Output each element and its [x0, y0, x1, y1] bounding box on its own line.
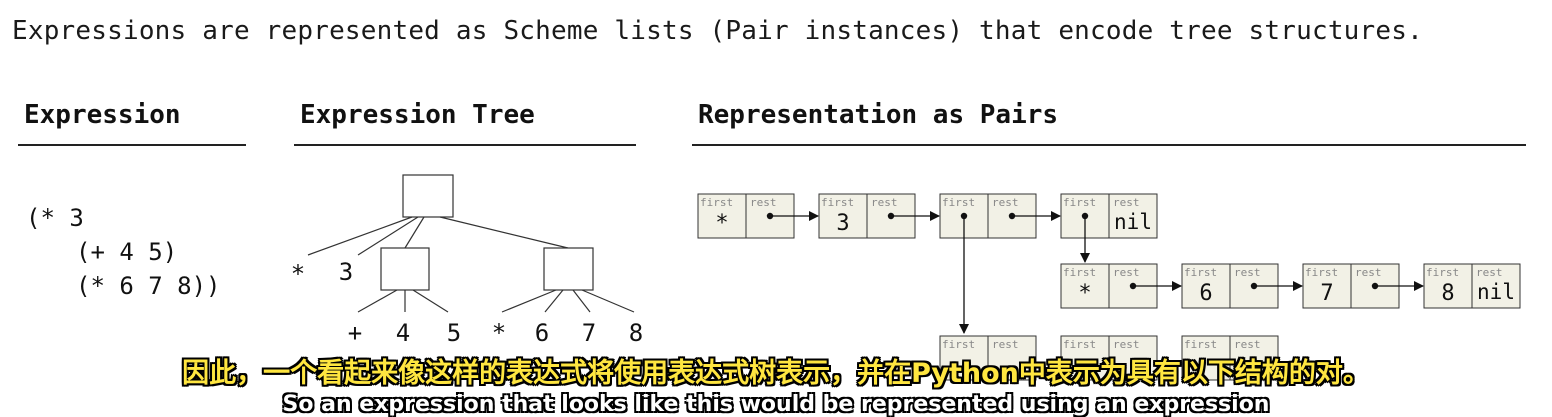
- pair-rest-label: rest: [1113, 338, 1140, 351]
- tree-leaf-left: +: [348, 319, 362, 347]
- pair-first-label: first: [821, 196, 854, 209]
- expression-line-3: (* 6 7 8)): [76, 272, 221, 300]
- pair-first-cell: [1060, 335, 1110, 381]
- pair-first-value: *: [1078, 281, 1091, 306]
- pair-first-cell: [1302, 263, 1352, 309]
- tree-edge: [412, 289, 449, 313]
- pair-first-label: first: [1305, 266, 1338, 279]
- pair-first-label: first: [1063, 196, 1096, 209]
- pair-rest-cell: [1108, 335, 1158, 381]
- pair-rest-label: rest: [871, 196, 898, 209]
- tree-left-node: [380, 247, 430, 291]
- pair-first-cell: [1181, 335, 1231, 381]
- pair-first-cell: [1423, 263, 1473, 309]
- tree-edge: [357, 289, 398, 313]
- pair-rest-label: rest: [992, 338, 1019, 351]
- pair-rest-nil: nil: [1114, 210, 1152, 234]
- pair-first-label: first: [1184, 266, 1217, 279]
- rule-pairs: [692, 144, 1526, 146]
- tree-edge: [439, 216, 569, 249]
- pair-first-label: first: [1063, 266, 1096, 279]
- pair-rest-label: rest: [1476, 266, 1503, 279]
- diagram-canvas: * 3 + 4 5 * 6 7 8 first rest * first rest 3 fi…: [291, 174, 1521, 381]
- pair-first-label: first: [942, 338, 975, 351]
- pair-first-label: first: [1184, 338, 1217, 351]
- rule-expression: [18, 144, 246, 146]
- tree-leaf-right: 6: [535, 319, 549, 347]
- tree-edge: [357, 216, 419, 256]
- subtitle-chinese: 因此，一个看起来像这样的表达式将使用表达式树表示，并在Python中表示为具有以…: [182, 358, 1370, 389]
- pair-first-cell: [697, 193, 747, 239]
- pair-rest-cell: [987, 335, 1037, 381]
- rule-expression-tree: [294, 144, 636, 146]
- tree-leaf-right: 8: [629, 319, 643, 347]
- pair-first-value: 8: [1441, 281, 1454, 306]
- tree-root-node: [402, 174, 454, 218]
- pair-rest-label: rest: [1355, 266, 1382, 279]
- heading-expression-tree: Expression Tree: [300, 100, 535, 130]
- tree-edge: [572, 289, 591, 313]
- pair-first-value: *: [715, 211, 728, 236]
- heading-expression: Expression: [24, 100, 181, 130]
- pair-rest-cell: [1471, 263, 1521, 309]
- tree-leaf-right: *: [492, 319, 506, 347]
- expression-line-2: (+ 4 5): [76, 238, 178, 266]
- pair-first-value: 6: [1199, 281, 1212, 306]
- pair-first-label: first: [1426, 266, 1459, 279]
- pair-first-value: 7: [1320, 281, 1333, 306]
- tree-leaf-left: 5: [447, 319, 461, 347]
- expression-line-1: (* 3: [26, 204, 84, 232]
- pair-first-label: first: [1063, 338, 1096, 351]
- pair-first-label: first: [700, 196, 733, 209]
- pair-rest-cell: [1108, 193, 1158, 239]
- tree-edge: [404, 216, 425, 249]
- tree-leaf-top: *: [291, 260, 305, 288]
- pair-first-cell: [818, 193, 868, 239]
- subtitle-english: So an expression that looks like this wo…: [282, 392, 1270, 417]
- pair-first-cell: [939, 335, 989, 381]
- pair-rest-label: rest: [750, 196, 777, 209]
- pair-first-label: first: [942, 196, 975, 209]
- pair-rest-label: rest: [1234, 338, 1261, 351]
- tree-edge: [544, 289, 564, 313]
- pair-first-cell: [1181, 263, 1231, 309]
- pair-rest-nil: nil: [1477, 280, 1515, 304]
- tree-edge: [501, 289, 557, 313]
- pair-rest-label: rest: [1234, 266, 1261, 279]
- pair-rest-label: rest: [1113, 266, 1140, 279]
- tree-leaf-left: 4: [396, 319, 410, 347]
- pair-rest-label: rest: [992, 196, 1019, 209]
- tree-leaf-right: 7: [582, 319, 596, 347]
- heading-representation-as-pairs: Representation as Pairs: [698, 100, 1059, 130]
- tree-edge: [307, 216, 413, 256]
- pair-rest-cell: [1229, 335, 1279, 381]
- tree-leaf-top: 3: [339, 258, 353, 286]
- tree-edge: [581, 289, 635, 313]
- pair-rest-label: rest: [1113, 196, 1140, 209]
- tree-right-node: [543, 247, 594, 291]
- pair-first-value: 3: [836, 211, 849, 236]
- expression-tree: [307, 174, 635, 313]
- intro-text: Expressions are represented as Scheme li…: [12, 16, 1423, 46]
